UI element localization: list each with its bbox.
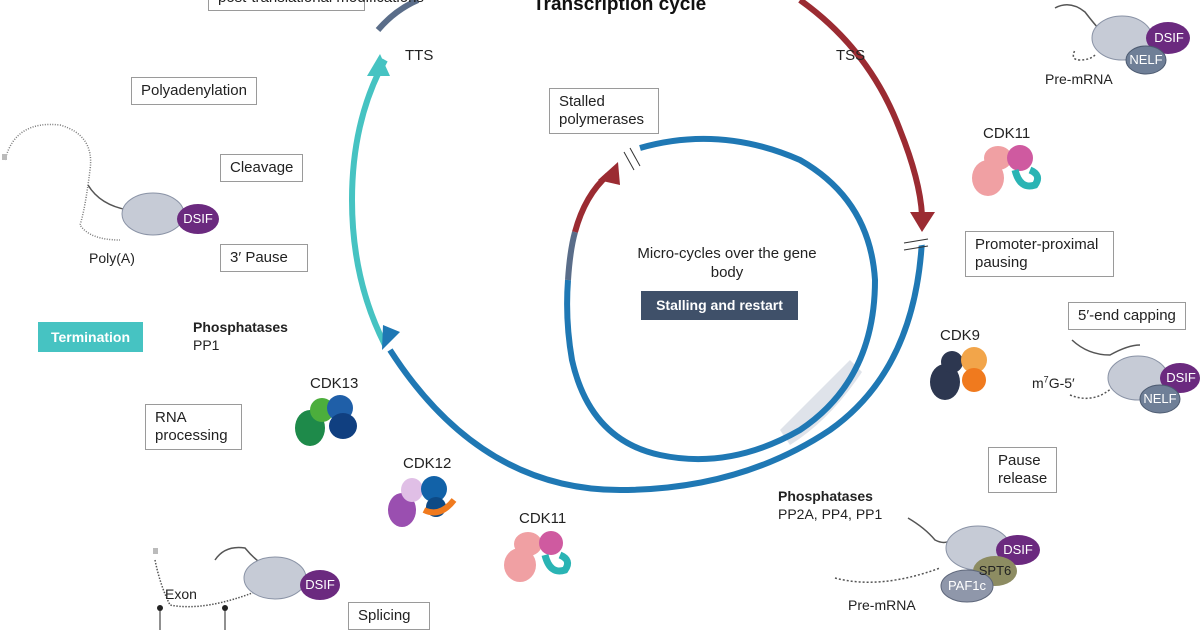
tts-label: TTS — [405, 47, 434, 64]
box-splicing: Splicing — [348, 602, 430, 630]
outer-arc-slate-top — [375, 0, 420, 32]
box-rna-processing: RNA processing — [145, 404, 242, 450]
m7g-cap-label: m7G-5′ — [1032, 374, 1075, 392]
cycle-shadow — [780, 360, 862, 445]
cdk9-label: CDK9 — [940, 327, 981, 344]
polymerase-splicing — [243, 556, 307, 600]
cdk12-protein — [388, 476, 457, 527]
dsif-elongation — [996, 535, 1040, 565]
arrow-tts — [367, 54, 390, 76]
dsif-top-label: DSIF — [1154, 30, 1184, 45]
cdk9-protein — [930, 347, 987, 400]
nelf-top-label: NELF — [1129, 52, 1163, 67]
nelf-capping — [1139, 384, 1181, 414]
nelf-capping-label: NELF — [1143, 391, 1177, 406]
dsif-termination-label: DSIF — [183, 211, 213, 226]
outer-arc-blue-right — [387, 239, 925, 494]
cdk11-top-label: CDK11 — [983, 125, 1031, 142]
dsif-capping — [1160, 363, 1200, 393]
poly-a-label: Poly(A) — [89, 250, 135, 266]
polymerase-termination — [121, 192, 185, 236]
cdk13-protein — [295, 395, 357, 446]
dsif-elongation-label: DSIF — [1003, 542, 1033, 557]
cap-m: m — [1032, 375, 1044, 391]
phosphatases-right-names: PP2A, PP4, PP1 — [778, 506, 883, 522]
dsif-termination — [177, 204, 219, 234]
phosphatases-right-title: Phosphatases — [778, 488, 873, 504]
box-stalled-polymerases: Stalled polymerases — [549, 88, 659, 134]
arrow-inner — [598, 162, 620, 185]
micro-cycles-text: Micro-cycles over the gene body — [637, 245, 817, 281]
dsif-capping-label: DSIF — [1166, 370, 1196, 385]
dsif-top — [1146, 22, 1190, 54]
phosphatases-left-title: Phosphatases — [193, 319, 288, 335]
cdk11-bottom-label: CDK11 — [519, 510, 567, 527]
box-promoter-proximal-pausing: Promoter-proximal pausing — [965, 231, 1114, 277]
tss-label: TSS — [836, 47, 866, 64]
pre-mrna-top-label: Pre-mRNA — [1045, 71, 1113, 87]
cdk11-bottom-protein — [504, 531, 572, 582]
transcript-polya — [4, 123, 121, 241]
box-ptm: post-translational modifications — [208, 0, 424, 11]
cdk13-label: CDK13 — [310, 375, 359, 392]
cap-rest: G-5′ — [1048, 375, 1075, 391]
cdk11-top-protein — [972, 145, 1042, 196]
dsif-splicing — [300, 570, 340, 600]
paf1c-label: PAF1c — [947, 578, 987, 593]
pause-mark-a — [903, 238, 929, 248]
cdk12-label: CDK12 — [403, 455, 452, 472]
paf1c-elongation — [940, 569, 994, 603]
spt6-label: SPT6 — [978, 563, 1012, 578]
pre-mrna-bottom-label: Pre-mRNA — [848, 597, 916, 613]
outer-arc-red — [798, 0, 925, 216]
box-polyadenylation: Polyadenylation — [131, 77, 257, 105]
phosphatases-left-names: PP1 — [193, 337, 220, 353]
box-cleavage: Cleavage — [220, 154, 304, 182]
arrow-termination — [382, 325, 400, 350]
nelf-top — [1125, 45, 1167, 75]
termination-badge: Termination — [38, 322, 143, 352]
stalling-restart-badge: Stalling and restart — [641, 291, 798, 320]
box-pause-release: Pause release — [988, 447, 1057, 493]
box-3prime-pause: 3′ Pause — [220, 244, 308, 272]
cap-superscript: 7 — [1043, 374, 1049, 385]
dsif-splicing-label: DSIF — [305, 577, 335, 592]
arrow-tss — [910, 212, 935, 232]
outer-arc-teal — [348, 58, 388, 347]
diagram-title: Transcription cycle — [533, 0, 707, 15]
inner-arc-blue — [564, 135, 879, 463]
box-5prime-capping: 5′-end capping — [1068, 302, 1186, 330]
inner-arc-red — [572, 172, 611, 233]
exon-label: Exon — [165, 586, 197, 602]
inner-arc-slate — [565, 231, 578, 281]
